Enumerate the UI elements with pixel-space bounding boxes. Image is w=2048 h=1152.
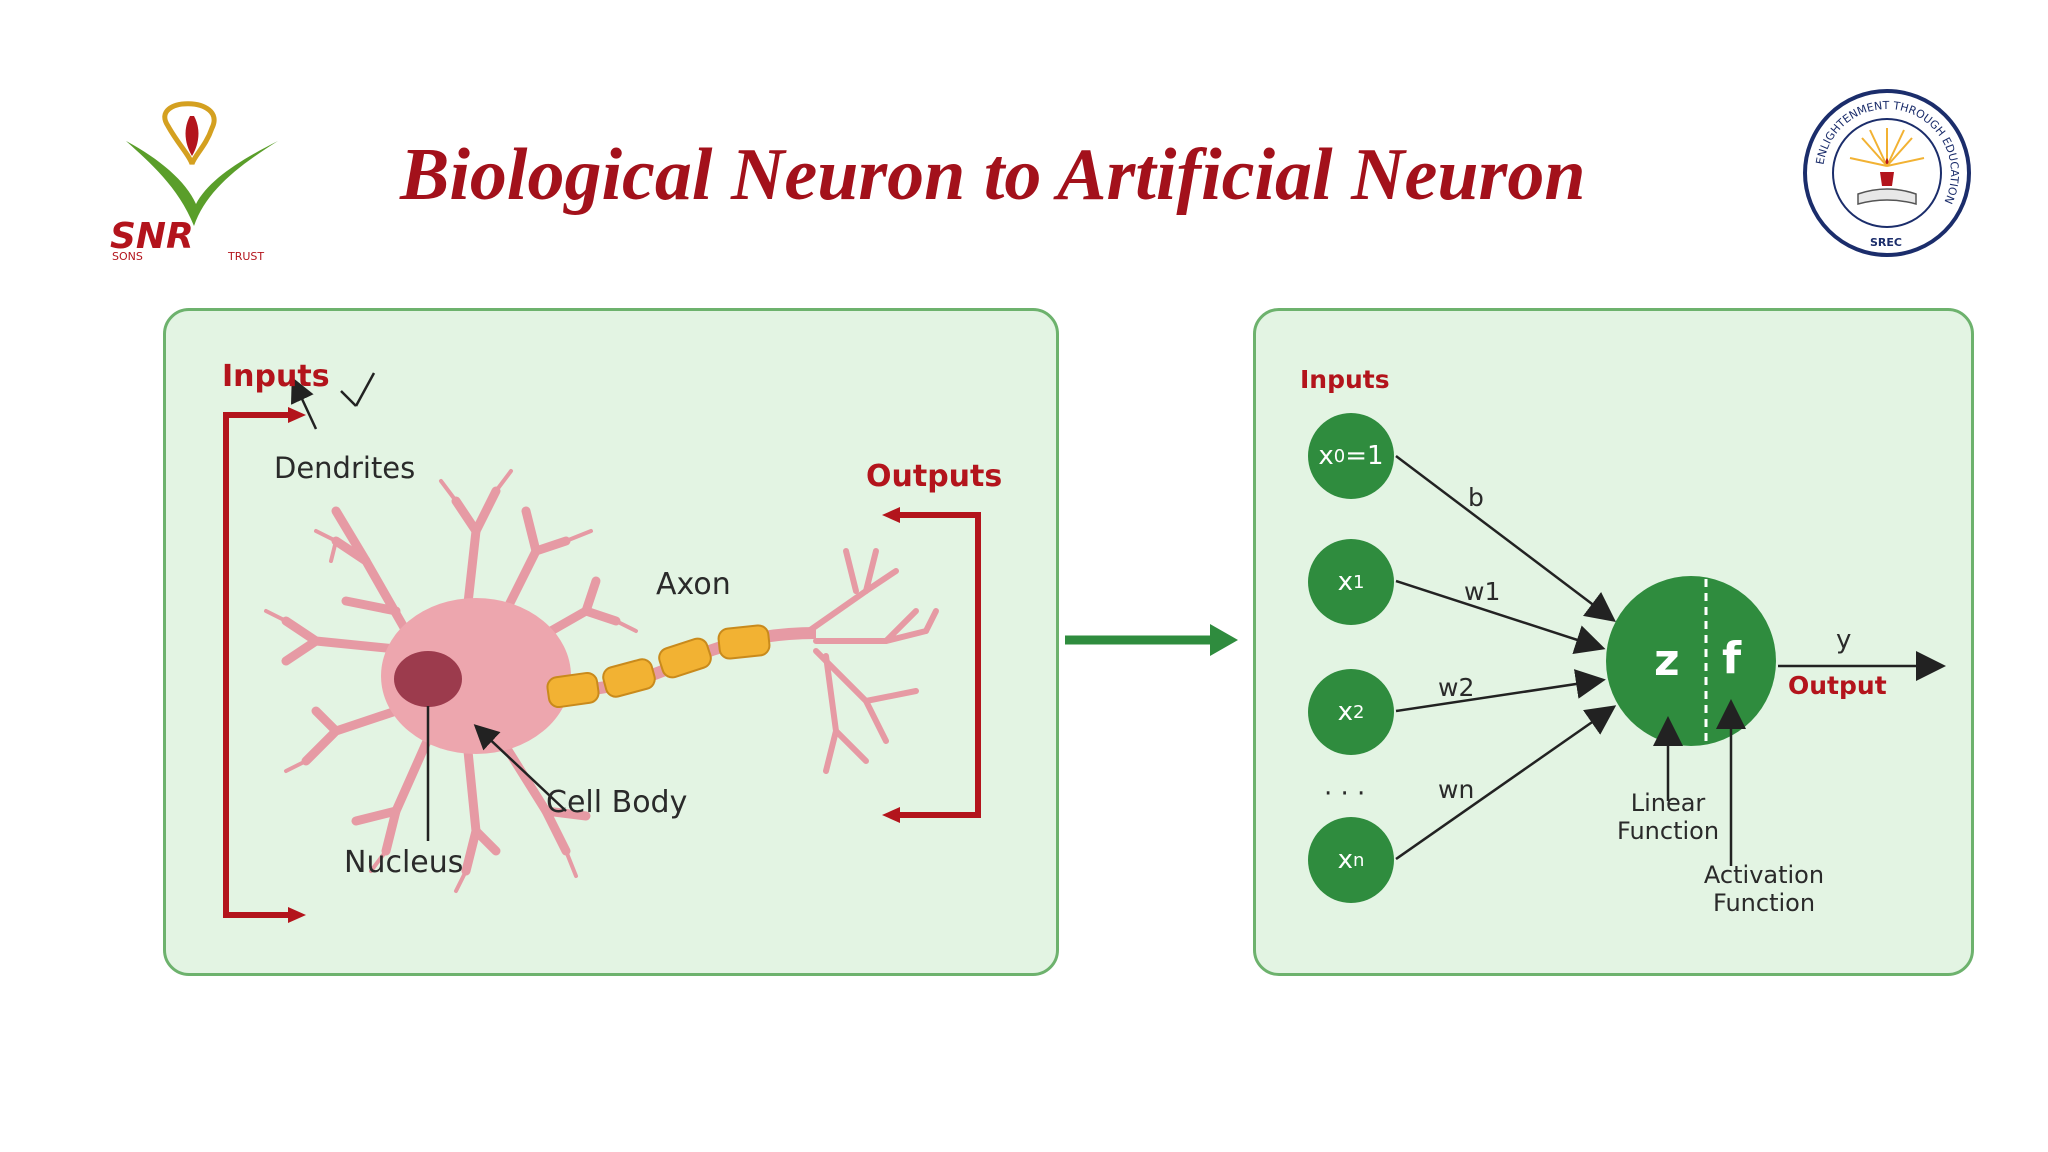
- activation-function-label: Activation Function: [1703, 861, 1825, 917]
- dendrite-branches: [264, 469, 638, 893]
- biological-neuron-diagram: [223, 372, 981, 923]
- inputs-arrow-bottom: [288, 907, 306, 923]
- activation-symbol: f: [1722, 633, 1742, 684]
- myelin-sheath: [546, 624, 771, 709]
- ann-inputs-label: Inputs: [1300, 365, 1390, 394]
- output-label: Output: [1788, 671, 1887, 700]
- srec-bottom-text: SREC: [1870, 236, 1902, 249]
- weight-edges: [1395, 455, 1617, 861]
- nucleus: [394, 651, 462, 707]
- neuron-circle: [1606, 576, 1776, 746]
- slide-title: Biological Neuron to Artificial Neuron: [400, 134, 1586, 216]
- weight-b: b: [1468, 483, 1484, 512]
- snr-logo-text: SNR: [110, 216, 194, 257]
- weight-w1: w1: [1464, 577, 1501, 606]
- biological-neuron-panel: Inputs Dendrites Outputs Axon Cell Body …: [163, 308, 1059, 976]
- artificial-neuron-diagram: [1395, 455, 1946, 866]
- linear-symbol: z: [1654, 635, 1680, 686]
- dendrites-label: Dendrites: [274, 451, 416, 485]
- snr-logo-trust: TRUST: [227, 250, 264, 263]
- cell-body-pointer: [473, 724, 567, 812]
- cell-body-label: Cell Body: [546, 785, 688, 820]
- srec-seal-logo: ENLIGHTENMENT THROUGH EDUCATION SREC: [1800, 86, 1975, 261]
- axon-label: Axon: [656, 567, 731, 602]
- outputs-arrow-top: [882, 507, 900, 523]
- inputs-arrow-top: [288, 407, 306, 423]
- inputs-bracket: [223, 412, 296, 918]
- outputs-bracket: [896, 512, 981, 818]
- nucleus-label: Nucleus: [344, 845, 464, 880]
- bio-outputs-label: Outputs: [866, 459, 1003, 494]
- weight-w2: w2: [1438, 673, 1475, 702]
- snr-logo-sons: SONS: [112, 250, 143, 263]
- axon-terminals: [803, 548, 939, 774]
- ellipsis: · · ·: [1324, 779, 1366, 809]
- output-symbol: y: [1836, 625, 1852, 655]
- linear-function-label: Linear Function: [1616, 789, 1720, 845]
- weight-wn: wn: [1438, 775, 1475, 804]
- outputs-arrow-bottom: [882, 807, 900, 823]
- bio-inputs-label: Inputs: [222, 359, 330, 394]
- snr-logo: SNR SONS TRUST: [108, 86, 283, 263]
